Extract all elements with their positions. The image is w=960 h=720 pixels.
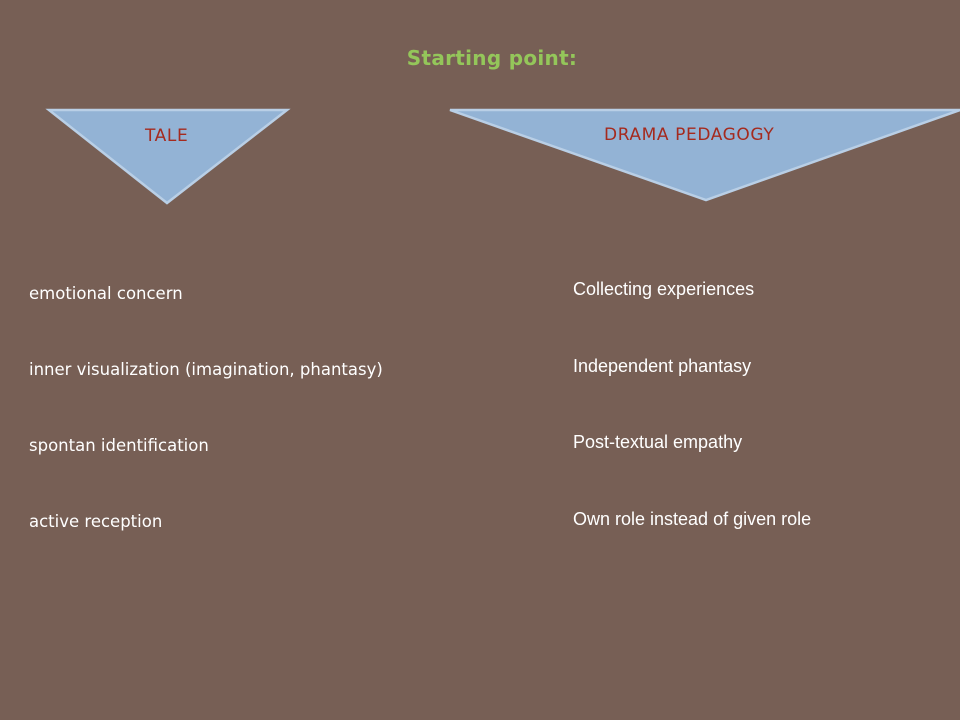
- drama-pedagogy-triangle: [449, 108, 960, 202]
- tale-item: active reception: [29, 512, 163, 531]
- tale-triangle: [45, 108, 291, 205]
- drama-pedagogy-header: DRAMA PEDAGOGY: [604, 125, 775, 145]
- tale-item: spontan identification: [29, 436, 209, 455]
- drama-pedagogy-list: Collecting experiences Independent phant…: [573, 278, 811, 584]
- tale-list: emotional concern inner visualization (i…: [29, 283, 383, 587]
- tale-item: emotional concern: [29, 284, 183, 303]
- drama-item: Own role instead of given role: [573, 508, 812, 529]
- tale-header: TALE: [145, 126, 189, 146]
- drama-item: Independent phantasy: [573, 355, 752, 376]
- tale-item: inner visualization (imagination, phanta…: [29, 360, 383, 379]
- drama-item: Post-textual empathy: [573, 432, 743, 452]
- drama-item: Collecting experiences: [573, 279, 755, 299]
- slide-title: Starting point:: [406, 46, 578, 70]
